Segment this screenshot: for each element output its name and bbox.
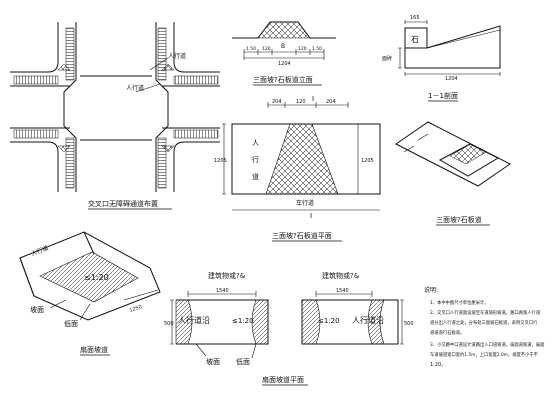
plan-top-dim-1: 204 bbox=[272, 99, 282, 105]
ramp-dim: 1250 bbox=[129, 304, 143, 314]
fan-ground-label: 低面 bbox=[236, 357, 250, 366]
plan-marker-top: I bbox=[312, 95, 314, 103]
section-1-1-title: 1－1剖面 bbox=[428, 91, 458, 100]
intersection-sidewalk-label-left: 人行道 bbox=[126, 84, 144, 92]
fan-sidewalk-right: 人行道沿 bbox=[352, 315, 384, 325]
ramp-sidewalk-label: 人行道 bbox=[30, 244, 50, 258]
notes: 说明: 1、本中中图尺寸单位厘米计。 2、交叉口人行道面设坡至车道坡形坡道，路口… bbox=[424, 286, 545, 368]
plan-sidewalk-char-3: 道 bbox=[252, 172, 259, 181]
fan-slope-label: 坡面 bbox=[206, 357, 220, 366]
plan-sidewalk-char-1: 人 bbox=[252, 139, 259, 147]
notes-heading: 说明: bbox=[424, 286, 438, 294]
ramp-iso-title: 扇面坡道 bbox=[80, 345, 108, 354]
section-1-1: 165 石 面砖 1204 1－1剖面 bbox=[382, 15, 501, 102]
section-stone-label: 石 bbox=[411, 35, 419, 44]
elevation-dim-3: 120 bbox=[298, 46, 307, 52]
plan-marker-bottom: I bbox=[310, 212, 312, 220]
section-bottom-dim: 1204 bbox=[445, 76, 458, 82]
elevation-dim-4: 1 50 bbox=[312, 46, 322, 52]
note-line-6: 车道坡道宽口宽约1.5m，上口宽度2.0m，坡度不小于不 bbox=[430, 351, 539, 358]
note-line-5: 3、小交路中口道设计道路出入口道坡道，扇面道坡道，扇面 bbox=[430, 341, 545, 348]
section-top-dim: 165 bbox=[410, 15, 420, 21]
note-line-2: 2、交叉口人行道面设坡至车道坡形坡道，路口两角人行道 bbox=[430, 309, 541, 316]
elevation-dim-2: 120 bbox=[262, 46, 271, 52]
plan-sidewalk-char-2: 行 bbox=[252, 155, 259, 164]
note-line-7: 1:20。 bbox=[430, 362, 446, 368]
three-side-elevation: B 1 50 120 120 1 50 1204 三面坡?石板道立面 bbox=[232, 21, 336, 86]
fan-slope-left: ≤1:20 bbox=[232, 317, 254, 325]
note-line-3: 道分出人行道之处，分布处三面坡石板道，采用交叉口行 bbox=[430, 319, 538, 326]
three-side-iso: 三面坡?石板道 bbox=[395, 121, 511, 226]
plan-right-dim: 1205 bbox=[361, 158, 374, 164]
section-side-label: 面砖 bbox=[382, 55, 392, 62]
plan-roadway: 车行道 bbox=[296, 199, 314, 207]
fan-side-dim-right: 500 bbox=[404, 321, 414, 327]
fan-dim-right: 1540 bbox=[336, 288, 349, 294]
three-side-plan: 204 120 204 I 人 行 道 1205 1205 车行道 I 三面坡?… bbox=[214, 95, 381, 242]
intersection-plan-title: 交叉口无障碍通道布置 bbox=[88, 199, 158, 208]
intersection-plan: 人行道 人行道 交叉口无障碍通道布置 bbox=[10, 22, 220, 210]
fan-building-right: 建筑物或?& bbox=[322, 271, 360, 280]
fan-ramp-plan-title: 扇面坡道平面 bbox=[262, 375, 304, 384]
plan-left-dim: 1205 bbox=[214, 158, 227, 164]
three-side-iso-title: 三面坡?石板道 bbox=[436, 215, 482, 224]
fan-ramp-plan: 建筑物或?& 建筑物或?& 1540 500 人行道沿 ≤1:20 坡面 低面 … bbox=[164, 271, 414, 386]
elevation-label-b: B bbox=[281, 43, 285, 50]
ramp-iso: 人行道 ≤1:20 坡面 低面 1250 扇面坡道 bbox=[19, 231, 161, 356]
ramp-slope-face-label: 坡面 bbox=[30, 305, 44, 314]
fan-building-left: 建筑物或?& bbox=[208, 271, 246, 280]
ramp-ground-label: 低面 bbox=[64, 319, 78, 328]
note-line-4: 道坡道行石板道。 bbox=[430, 329, 464, 336]
note-line-1: 1、本中中图尺寸单位厘米计。 bbox=[430, 299, 489, 306]
fan-dim-left: 1540 bbox=[216, 288, 229, 294]
fan-side-dim-left: 500 bbox=[164, 321, 174, 327]
fan-slope-right: ≤1:20 bbox=[318, 317, 340, 325]
plan-top-dim-3: 204 bbox=[326, 99, 336, 105]
intersection-sidewalk-label-right: 人行道 bbox=[168, 52, 186, 60]
fan-sidewalk-left: 人行道沿 bbox=[178, 315, 210, 325]
three-side-elevation-title: 三面坡?石板道立面 bbox=[253, 75, 313, 84]
three-side-plan-title: 三面坡?石板道平面 bbox=[272, 231, 332, 240]
elevation-dim-1: 1 50 bbox=[246, 46, 256, 52]
ramp-slope: ≤1:20 bbox=[84, 273, 109, 282]
plan-top-dim-2: 120 bbox=[296, 99, 306, 105]
elevation-dim-total: 1204 bbox=[278, 61, 291, 67]
